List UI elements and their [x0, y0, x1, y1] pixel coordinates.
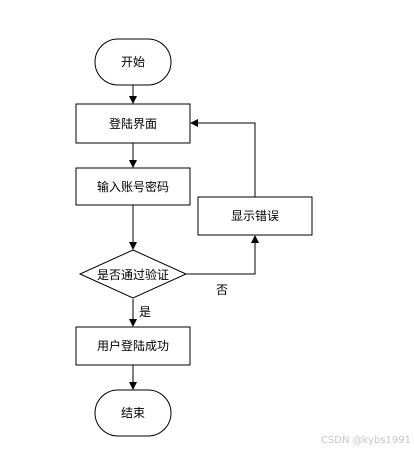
- verify-decision-node-label: 是否通过验证: [97, 267, 169, 282]
- show-error-node-label: 显示错误: [231, 209, 279, 223]
- show-error-node: 显示错误: [197, 196, 313, 236]
- edge-label-yes: 是: [139, 305, 151, 319]
- enter-credentials-node-label: 输入账号密码: [97, 179, 169, 194]
- login-success-node: 用户登陆成功: [75, 326, 191, 366]
- enter-credentials-node: 输入账号密码: [75, 167, 191, 206]
- edge-verify-to-show-error: [186, 235, 259, 275]
- edge-label-no: 否: [216, 283, 228, 297]
- start-node-label: 开始: [121, 55, 145, 69]
- start-node: 开始: [94, 38, 172, 86]
- verify-decision-node: 是否通过验证: [78, 249, 188, 299]
- watermark: CSDN @kybs1991: [321, 435, 411, 446]
- end-node: 结束: [94, 389, 172, 437]
- login-success-node-label: 用户登陆成功: [97, 338, 169, 353]
- edge-show-error-to-login-screen: [190, 119, 256, 197]
- login-screen-node-label: 登陆界面: [109, 116, 157, 131]
- login-screen-node: 登陆界面: [75, 103, 191, 144]
- end-node-label: 结束: [121, 406, 145, 420]
